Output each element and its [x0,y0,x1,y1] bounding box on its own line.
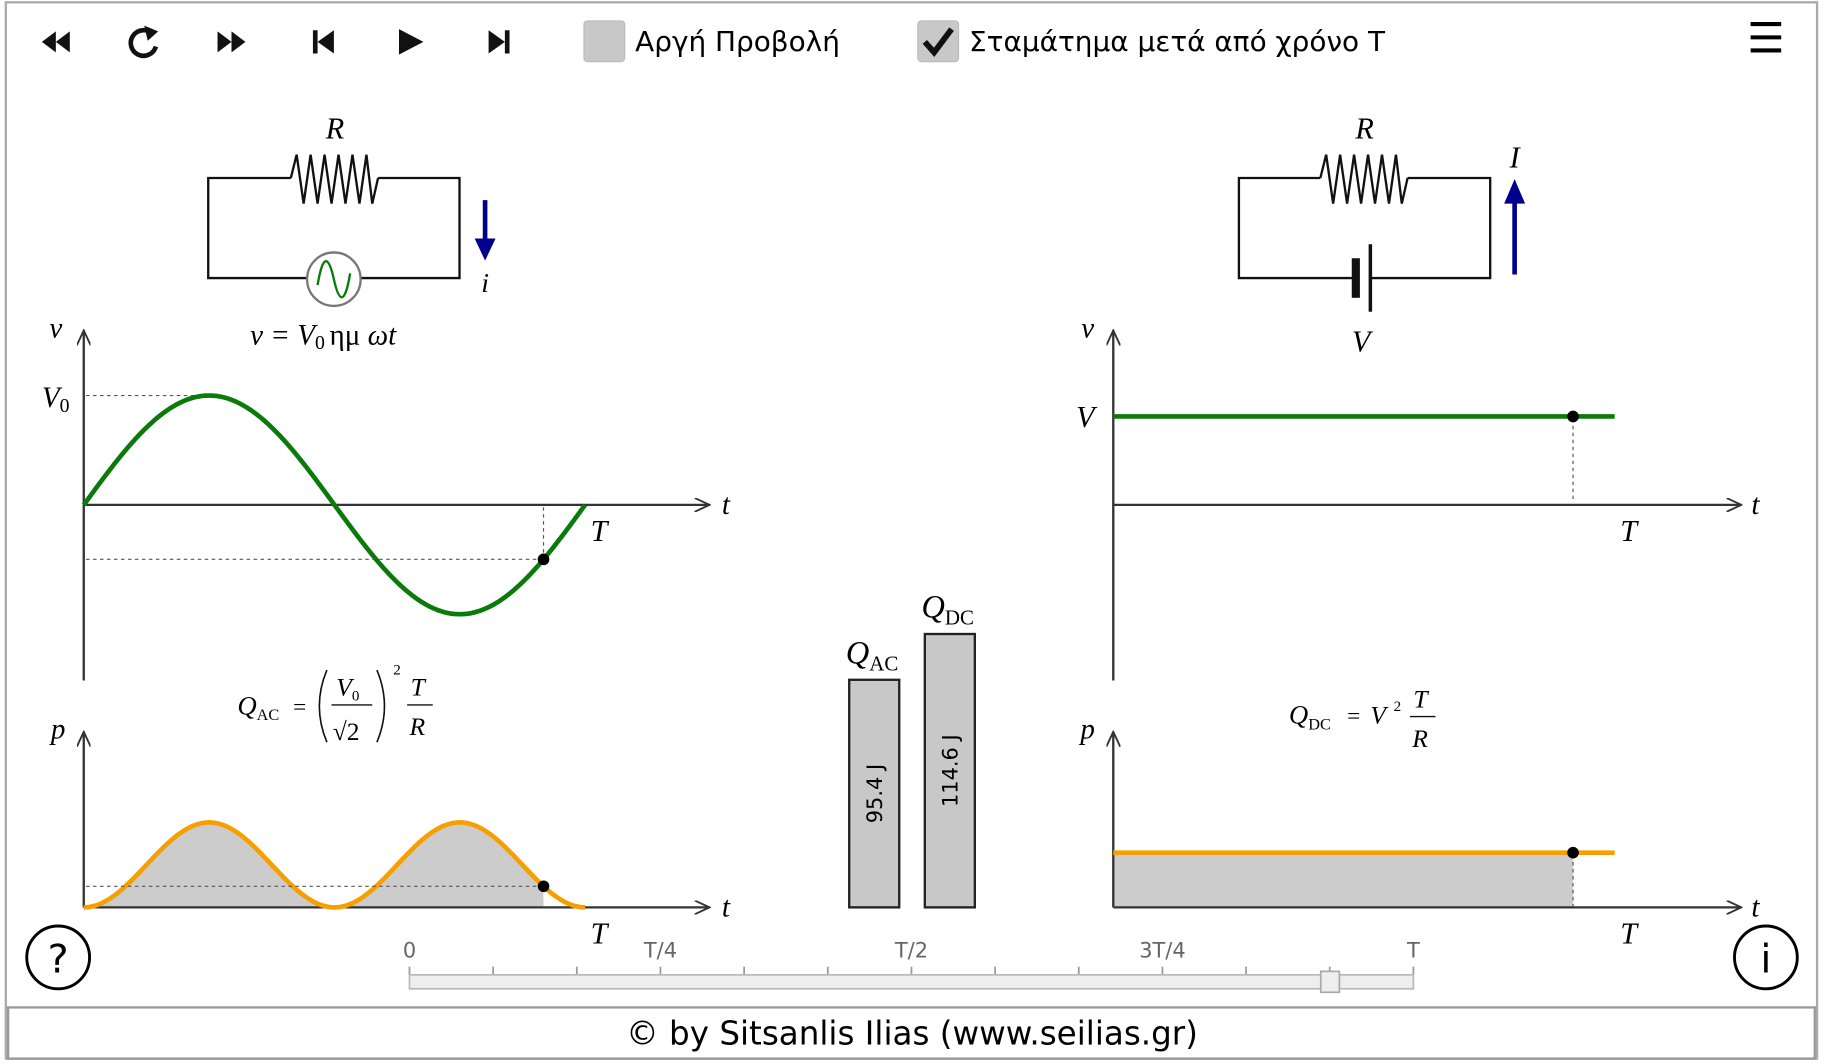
ac-v-axis-label: v [49,312,62,344]
ac-voltage-curve [81,393,588,617]
ac-p-axis-label: p [49,714,66,746]
bar-value: 114.6 J [938,734,962,807]
svg-text:QDC: QDC [1289,700,1331,734]
bar-dc [923,632,977,909]
dc-circuit [1237,154,1492,312]
fast-forward-icon [217,31,246,53]
help-icon: ? [48,937,69,983]
reload-button[interactable] [128,25,159,59]
resistor-icon [1319,154,1409,204]
time-slider[interactable] [408,966,1415,994]
dc-current-arrow [1504,179,1526,275]
svg-text:=: = [1347,704,1360,730]
skip-end-button[interactable] [488,30,510,54]
resistor-icon [289,154,380,204]
ac-V0-label: V0 [42,382,70,417]
rewind-icon [41,31,70,53]
dc-voltage-marker [1567,410,1579,423]
svg-text:QAC: QAC [237,690,279,724]
bar-label: QAC [846,636,899,676]
info-icon: i [1760,937,1771,983]
skip-back-button[interactable] [312,30,334,54]
stop-after-label: Σταμάτημα μετά από χρόνο T [969,25,1386,58]
dc-T-label: T [1620,514,1639,548]
dc-heat-formula: QDC = V 2 T R [1289,684,1436,753]
ac-t-axis-label: t [722,489,731,521]
fast-forward-button[interactable] [217,31,246,53]
slider-track[interactable] [408,973,1415,990]
slow-motion-checkbox[interactable] [583,20,626,63]
dc-current-label: I [1509,141,1522,175]
svg-text:2: 2 [393,663,401,679]
skip-back-icon [317,30,334,54]
dc-v-axis-label: v [1081,312,1094,344]
right-paren [376,669,386,743]
svg-text:T: T [1413,684,1429,713]
play-button[interactable] [399,29,424,55]
slider-thumb[interactable] [1319,970,1341,994]
check-icon [922,27,954,57]
dc-power-marker [1567,846,1579,859]
ac-resistor-label: R [325,111,344,145]
ac-voltage-marker [537,553,550,566]
menu-icon[interactable]: ☰ [1747,13,1785,62]
rewind-button[interactable] [41,31,70,53]
slider-label: T/4 [643,938,677,962]
bar-label: QDC [921,590,974,630]
dc-p-axis-label: p [1078,714,1095,746]
ac-circuit [207,154,461,308]
ac-current-label: i [481,268,489,299]
help-button[interactable]: ? [25,924,92,991]
reload-icon [128,27,159,59]
dc-pt-axis-label: t [1751,892,1760,924]
dc-pT-label: T [1620,916,1639,950]
bar-ac [848,678,901,909]
ac-energy-area [83,822,544,908]
footer-text: © by Sitsanlis Ilias (www.seilias.gr) [626,1015,1198,1053]
svg-text:V: V [1370,701,1389,730]
svg-text:2: 2 [1394,699,1402,715]
ac-pT-label: T [591,916,610,950]
heat-bars: 95.4 J QAC 114.6 J QDC [846,590,977,909]
slider-label: 3T/4 [1139,938,1185,962]
bar-value: 95.4 J [863,764,887,823]
dc-t-axis-label: t [1751,489,1760,521]
info-button[interactable]: i [1733,924,1799,991]
ac-pt-axis-label: t [722,892,731,924]
svg-text:R: R [408,712,425,741]
slow-motion-label: Αργή Προβολή [635,25,840,58]
slider-label: 0 [403,938,416,962]
dc-source-label: V [1352,324,1374,358]
ac-T-label: T [591,514,610,548]
dc-resistor-label: R [1354,111,1373,145]
svg-text:=: = [293,694,306,720]
stop-after-checkbox[interactable] [917,20,960,63]
footer-box [6,1006,1816,1060]
ac-power-curve [83,820,586,910]
slider-label: T [1406,938,1420,962]
dc-V-label: V [1076,400,1098,434]
play-icon [399,29,424,55]
svg-text:√2: √2 [333,717,360,746]
svg-text:V0: V0 [336,673,359,705]
dc-energy-area [1113,852,1574,908]
svg-text:R: R [1411,724,1428,753]
ac-source-icon [305,251,362,308]
ac-heat-formula: QAC = V0 √2 2 T R [237,663,433,746]
skip-end-icon [488,30,505,54]
ac-power-marker [537,880,550,893]
svg-text:T: T [411,673,427,702]
slider-label: T/2 [894,938,928,962]
ac-current-arrow [474,200,496,261]
left-paren [318,669,328,743]
